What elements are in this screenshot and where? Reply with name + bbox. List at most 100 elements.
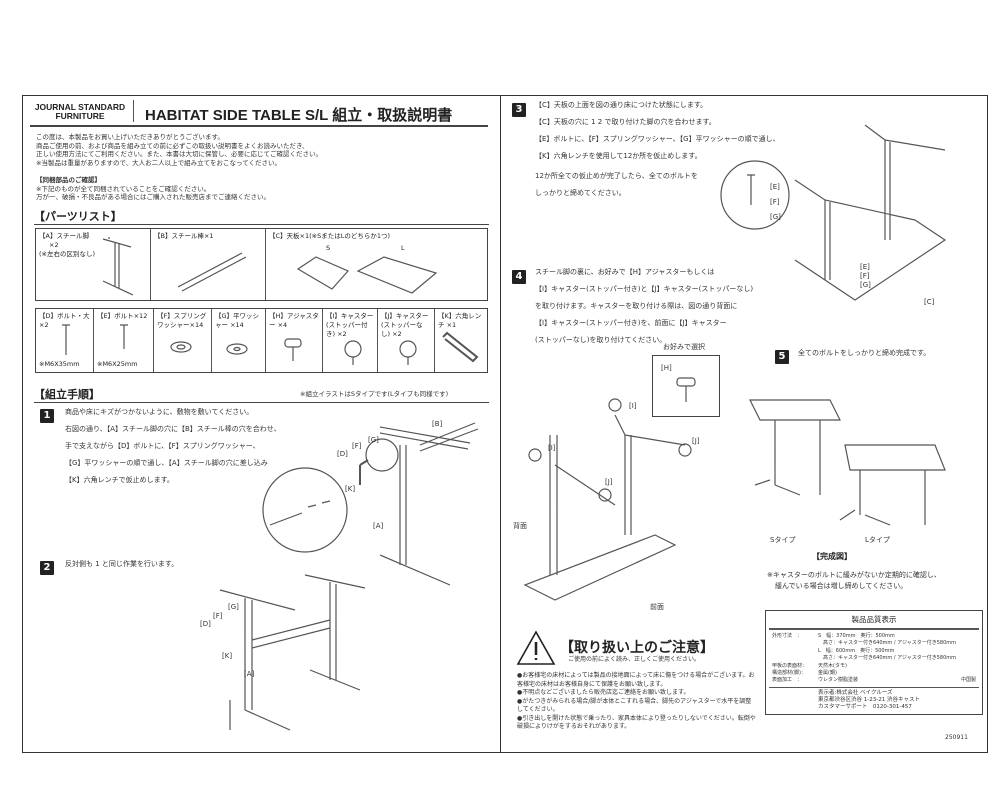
part-label: 【D】ボルト・大×2 <box>39 312 90 329</box>
part-h: 【H】アジャスター ×4 <box>266 309 323 372</box>
part-f: 【F】スプリング ワッシャー×14 <box>154 309 212 372</box>
step-3-illustration <box>720 124 947 301</box>
origin: 中国製 <box>960 677 976 684</box>
step-3-badge: 3 <box>512 103 526 117</box>
quality-value: ウレタン樹脂塗装 <box>818 677 859 684</box>
footer-line: 表示者:株式会社 ベイクルーズ <box>818 690 893 697</box>
caster-icon <box>399 340 417 365</box>
part-label: 【E】ボルト×12 <box>97 312 148 320</box>
hex-wrench-icon <box>442 331 479 363</box>
footer-line: カスタマーサポート 0120-301-457 <box>818 704 912 711</box>
confirm-heading: 【同梱部品のご確認】 <box>36 176 101 184</box>
quality-key: 構造部材(脚)： <box>772 670 806 677</box>
l-type-label: Lタイプ <box>865 536 890 544</box>
quality-key: 外形寸法 ： <box>772 633 803 639</box>
caution-item: ●がたつきがみられる場合/脚が本体とこすれる場合、脚先のアジャスターで水平を調整… <box>517 697 752 714</box>
step-1-badge: 1 <box>40 409 54 423</box>
part-label: 【B】スチール棒×1 <box>154 232 214 240</box>
step-2-text: 反対側も 1 と同じ作業を行います。 <box>65 560 179 568</box>
part-i: 【I】キャスター (ストッパー付き) ×2 <box>323 309 378 372</box>
step-1-illustration <box>262 422 479 586</box>
step-line: スチール脚の裏に、お好みで【H】アジャスターもしくは <box>535 268 715 276</box>
caution-heading: 【取り扱い上のご注意】 <box>560 640 714 656</box>
step-5-text: 全てのボルトをしっかりと締め完成です。 <box>798 349 931 357</box>
step-line: 【I】キャスター(ストッパー付き)と【J】キャスター(ストッパーなし) <box>535 285 754 293</box>
parts-heading: 【パーツリスト】 <box>34 210 122 223</box>
step-line: 【K】六角レンチで仮止めします。 <box>65 476 174 484</box>
steel-bar-icon <box>177 252 247 292</box>
step-line: しっかりと締めてください。 <box>535 189 626 197</box>
adjuster-icon <box>284 338 302 361</box>
header-rule <box>30 125 488 127</box>
step-line: 12か所全ての仮止めが完了したら、全てのボルトを <box>535 172 698 180</box>
complete-heading: 【完成図】 <box>812 552 852 561</box>
label-d: [D] <box>200 620 211 628</box>
step-line: 手で支えながら【D】ボルトに、【F】スプリングワッシャー、 <box>65 442 260 450</box>
quality-value: S 幅：370mm 奥行：500mm <box>818 633 895 639</box>
label-k: [K] <box>222 652 233 660</box>
label-e: [E] <box>860 263 870 271</box>
caster-stopper-icon <box>344 340 362 365</box>
parts-rule <box>34 224 489 225</box>
quality-rule <box>769 686 979 689</box>
label-g: [G] <box>770 213 781 221</box>
step-line: を取り付けます。キャスターを取り付ける際は、図の通り背面に <box>535 302 738 310</box>
step-line: 右図の通り、【A】スチール脚の穴に【B】スチール棒の穴を合わせ、 <box>65 425 281 433</box>
completed-illustration <box>749 399 946 526</box>
label-f: [F] <box>213 612 223 620</box>
footer-line: 東京都渋谷区渋谷 1-23-21 渋谷キャスト <box>818 697 920 704</box>
assembly-rule <box>34 402 489 403</box>
parts-row-2: 【D】ボルト・大×2 ※M6X35mm 【E】ボルト×12 ※M6X25mm 【F】… <box>35 308 488 373</box>
confirm-section: 【同梱部品のご確認】※下記のものが全て同梱されていることをご確認ください。万が一… <box>36 176 270 202</box>
label-g: [G] <box>228 603 239 611</box>
back-label: 背面 <box>513 522 527 530</box>
confirm-line: 万が一、破損・不良品がある場合にはご購入された販売店までご連絡ください。 <box>36 193 270 201</box>
choice-label: お好みで選択 <box>663 343 705 351</box>
part-j: 【J】キャスター (ストッパーなし) ×2 <box>378 309 435 372</box>
label-a: [A] <box>244 670 255 678</box>
caution-item: ●不明点などございましたら販売店迄ご連絡をお願い致します。 <box>517 689 690 696</box>
part-label: 【H】アジャスター ×4 <box>269 312 319 329</box>
part-d: 【D】ボルト・大×2 ※M6X35mm <box>36 309 94 372</box>
note-line: ※キャスターのボルトに緩みがないか定期的に確認し、 <box>767 571 941 579</box>
steel-leg-icon <box>102 237 134 296</box>
page-divider <box>500 95 501 753</box>
quality-key <box>772 640 818 647</box>
label-i: [I] <box>548 444 556 452</box>
step-4-illustration <box>523 398 692 601</box>
part-label: 【A】スチール脚 <box>39 232 89 240</box>
step-3-text: 【C】天板の上面を図の通り床につけた状態にします。【C】天板の穴に 1 2 で取… <box>535 97 780 165</box>
brand-name: JOURNAL STANDARD <box>34 102 126 112</box>
front-label: 前面 <box>650 603 664 611</box>
caution-item: ●引き出しを開けた状態で乗ったり、家具本体により登ったりしないでください。転倒や… <box>517 714 756 731</box>
bolt-icon <box>120 324 128 349</box>
warning-icon <box>516 630 556 665</box>
step-line: 【E】ボルトに、【F】スプリングワッシャー、【G】平ワッシャーの順で通し、 <box>535 135 780 143</box>
note-line: 緩んでいる場合は増し締めしてください。 <box>775 582 908 590</box>
part-label: 【C】天板×1(※SまたはLのどちらか1つ) <box>269 232 391 240</box>
confirm-line: ※下記のものが全て同梱されていることをご確認ください。 <box>36 184 211 193</box>
part-note: (※左右の区別なし) <box>39 250 96 258</box>
label-g: [G] <box>368 436 379 444</box>
quality-value: 高さ：キャスター付き640mm / アジャスター付き580mm <box>818 655 956 662</box>
flat-washer-icon <box>226 343 248 355</box>
part-label: 【I】キャスター (ストッパー付き) ×2 <box>326 312 374 338</box>
intro-line: 正しい使用方法にてご利用ください。また、本書は大切に保管し、必要に応じてご確認く… <box>36 150 322 158</box>
spring-washer-icon <box>170 341 192 353</box>
step-4-text: スチール脚の裏に、お好みで【H】アジャスターもしくは【I】キャスター(ストッパー… <box>535 264 753 349</box>
step-2-illustration <box>219 574 366 731</box>
part-note: ※M6X35mm <box>39 360 80 368</box>
part-b: 【B】スチール棒×1 <box>151 229 266 300</box>
part-label: 【G】平ワッシャー ×14 <box>215 312 260 329</box>
label-b: [B] <box>432 420 443 428</box>
quality-value: L 幅：600mm 奥行：500mm <box>818 647 895 654</box>
step-4-badge: 4 <box>512 270 526 284</box>
label-g: [G] <box>860 281 871 289</box>
part-note: ※M6X25mm <box>97 360 138 368</box>
adjuster-choice-box: [H] <box>652 355 720 417</box>
quality-footer: 表示者:株式会社 ベイクルーズ東京都渋谷区渋谷 1-23-21 渋谷キャストカス… <box>766 690 982 711</box>
label-h: [H] <box>661 364 672 372</box>
s-type-label: Sタイプ <box>770 536 796 544</box>
part-k: 【K】六角レンチ ×1 <box>435 309 489 372</box>
